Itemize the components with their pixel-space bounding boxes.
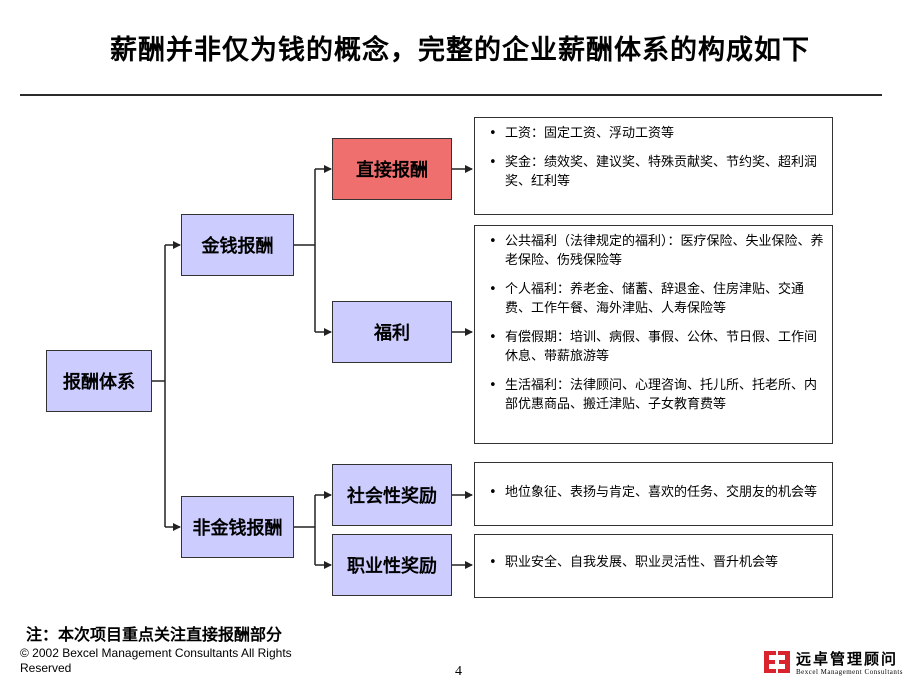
list-item: 公共福利（法律规定的福利）：医疗保险、失业保险、养老保险、伤残保险等 [483,232,824,270]
social-reward-details: 地位象征、表扬与肯定、喜欢的任务、交朋友的机会等 [474,462,833,526]
node-monetary-reward[interactable]: 金钱报酬 [181,214,294,276]
node-label: 福利 [374,323,410,344]
node-label: 直接报酬 [356,160,428,181]
node-non-monetary-reward[interactable]: 非金钱报酬 [181,496,294,558]
node-social-reward[interactable]: 社会性奖励 [332,464,452,526]
node-label: 非金钱报酬 [192,518,283,539]
logo-mark-icon [764,651,790,673]
page-title: 薪酬并非仅为钱的概念，完整的企业薪酬体系的构成如下 [110,35,810,66]
node-label: 职业性奖励 [347,556,437,577]
list-item: 个人福利：养老金、储蓄、辞退金、住房津贴、交通费、工作午餐、海外津贴、人寿保险等 [483,280,824,318]
list-item: 职业安全、自我发展、职业灵活性、晋升机会等 [483,553,824,572]
node-welfare[interactable]: 福利 [332,301,452,363]
node-label: 报酬体系 [63,372,135,393]
list-item: 生活福利：法律顾问、心理咨询、托儿所、托老所、内部优惠商品、搬迁津贴、子女教育费… [483,376,824,414]
logo-english-name: Bexcel Management Consultants [796,668,904,676]
focus-note: 注：本次项目重点关注直接报酬部分 [26,625,283,644]
title-divider [20,94,882,96]
direct-reward-details: 工资：固定工资、浮动工资等 奖金：绩效奖、建议奖、特殊贡献奖、节约奖、超利润奖、… [474,117,833,215]
list-item: 地位象征、表扬与肯定、喜欢的任务、交朋友的机会等 [483,483,824,502]
welfare-details: 公共福利（法律规定的福利）：医疗保险、失业保险、养老保险、伤残保险等 个人福利：… [474,225,833,444]
career-reward-details: 职业安全、自我发展、职业灵活性、晋升机会等 [474,534,833,598]
node-compensation-system[interactable]: 报酬体系 [46,350,152,412]
copyright-text: © 2002 Bexcel Management Consultants All… [20,646,292,675]
page-number: 4 [455,664,462,679]
node-direct-reward[interactable]: 直接报酬 [332,138,452,200]
node-label: 金钱报酬 [201,236,274,257]
company-logo: 远卓管理顾问 Bexcel Management Consultants [762,648,903,676]
logo-chinese-name: 远卓管理顾问 [796,650,899,668]
node-career-reward[interactable]: 职业性奖励 [332,534,452,596]
list-item: 有偿假期：培训、病假、事假、公休、节日假、工作间休息、带薪旅游等 [483,328,824,366]
node-label: 社会性奖励 [347,486,437,507]
list-item: 奖金：绩效奖、建议奖、特殊贡献奖、节约奖、超利润奖、红利等 [483,153,824,191]
list-item: 工资：固定工资、浮动工资等 [483,124,824,143]
